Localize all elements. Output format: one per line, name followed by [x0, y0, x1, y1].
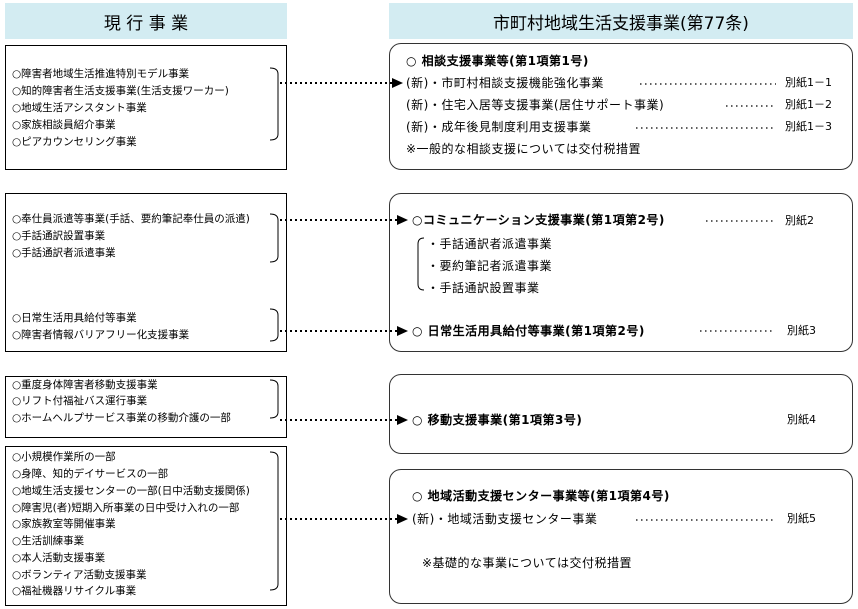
current-item: ○身障、知的デイサービスの一部 — [12, 468, 169, 480]
current-item: ○本人活動支援事業 — [12, 552, 106, 564]
current-item: ○ボランティア活動支援事業 — [12, 569, 147, 581]
comm-sub: ・手話通訳者派遣事業 — [427, 237, 553, 251]
sodan-ref: 別紙1－2 — [785, 98, 832, 111]
bracket-5 — [269, 451, 279, 591]
chiiki-note: ※基礎的な事業については交付税措置 — [422, 556, 632, 570]
current-item: ○奉仕員派遣等事業(手話、要約筆記奉仕員の派遣) — [12, 213, 250, 225]
current-box-2 — [5, 193, 287, 352]
bracket-3 — [269, 308, 279, 342]
arrow-head — [397, 326, 408, 336]
current-box-3 — [5, 376, 287, 438]
comm-ref: 別紙2 — [785, 214, 814, 227]
arrow-head — [392, 78, 403, 88]
ido-title: ○ 移動支援事業(第1項第3号) — [412, 413, 583, 427]
nichijo-title: ○ 日常生活用具給付等事業(第1項第2号) — [412, 324, 645, 338]
sodan-note: ※一般的な相談支援については交付税措置 — [406, 142, 641, 156]
chiiki-title: ○ 地域活動支援センター事業等(第1項第4号) — [412, 489, 670, 503]
arrow-head — [397, 514, 408, 524]
current-item: ○家族相談員紹介事業 — [12, 119, 116, 131]
current-item: ○リフト付福祉バス運行事業 — [12, 395, 148, 407]
bracket-2 — [269, 213, 279, 263]
comm-sub: ・要約筆記者派遣事業 — [427, 259, 553, 273]
new-box-ido — [389, 374, 853, 454]
current-item: ○地域生活アシスタント事業 — [12, 102, 147, 114]
chiiki-line: (新)・地域活動支援センター事業 — [412, 512, 598, 526]
current-item: ○重度身体障害者移動支援事業 — [12, 379, 158, 391]
new-box-chiiki — [389, 469, 853, 604]
nichijo-ref: 別紙3 — [787, 324, 816, 337]
sodan-ref: 別紙1－1 — [785, 76, 832, 89]
current-box-1 — [5, 45, 287, 170]
current-item: ○福祉機器リサイクル事業 — [12, 585, 137, 597]
current-item: ○家族教室等開催事業 — [12, 518, 116, 530]
current-item: ○手話通訳者派遣事業 — [12, 247, 116, 259]
comm-title: ○コミュニケーション支援事業(第1項第2号) — [412, 213, 665, 227]
current-item: ○小規模作業所の一部 — [12, 451, 116, 463]
header-current: 現 行 事 業 — [5, 3, 287, 39]
current-item: ○地域生活支援センターの一部(日中活動支援関係) — [12, 485, 250, 497]
comm-sub: ・手話通訳設置事業 — [427, 281, 540, 295]
current-item: ○障害者地域生活推進特別モデル事業 — [12, 68, 190, 80]
bracket-1 — [269, 67, 279, 141]
new-box-comm — [389, 193, 853, 352]
ido-ref: 別紙4 — [787, 413, 816, 426]
current-item: ○知的障害者生活支援事業(生活支援ワーカー) — [12, 85, 229, 97]
new-box-sodan — [389, 43, 853, 170]
chiiki-ref: 別紙5 — [787, 512, 816, 525]
sodan-ref: 別紙1－3 — [785, 120, 832, 133]
header-new: 市町村地域生活支援事業(第77条) — [389, 3, 853, 39]
arrow-head — [397, 415, 408, 425]
current-item: ○ピアカウンセリング事業 — [12, 136, 137, 148]
current-box-4 — [5, 446, 287, 606]
sodan-line: (新)・市町村相談支援機能強化事業 — [406, 76, 604, 90]
current-item: ○ホームヘルプサービス事業の移動介護の一部 — [12, 412, 231, 424]
current-item: ○障害者情報バリアフリー化支援事業 — [12, 329, 190, 341]
sodan-line: (新)・成年後見制度利用支援事業 — [406, 120, 592, 134]
bracket-4 — [269, 379, 279, 419]
current-item: ○手話通訳設置事業 — [12, 230, 106, 242]
current-item: ○生活訓練事業 — [12, 535, 85, 547]
sodan-title: ○ 相談支援事業等(第1項第1号) — [406, 54, 589, 68]
sodan-line: (新)・住宅入居等支援事業(居住サポート事業) — [406, 98, 665, 112]
current-item: ○日常生活用具給付等事業 — [12, 312, 137, 324]
current-item: ○障害児(者)短期入所事業の日中受け入れの一部 — [12, 502, 240, 514]
arrow-head — [397, 215, 408, 225]
bracket-comm — [417, 237, 425, 291]
